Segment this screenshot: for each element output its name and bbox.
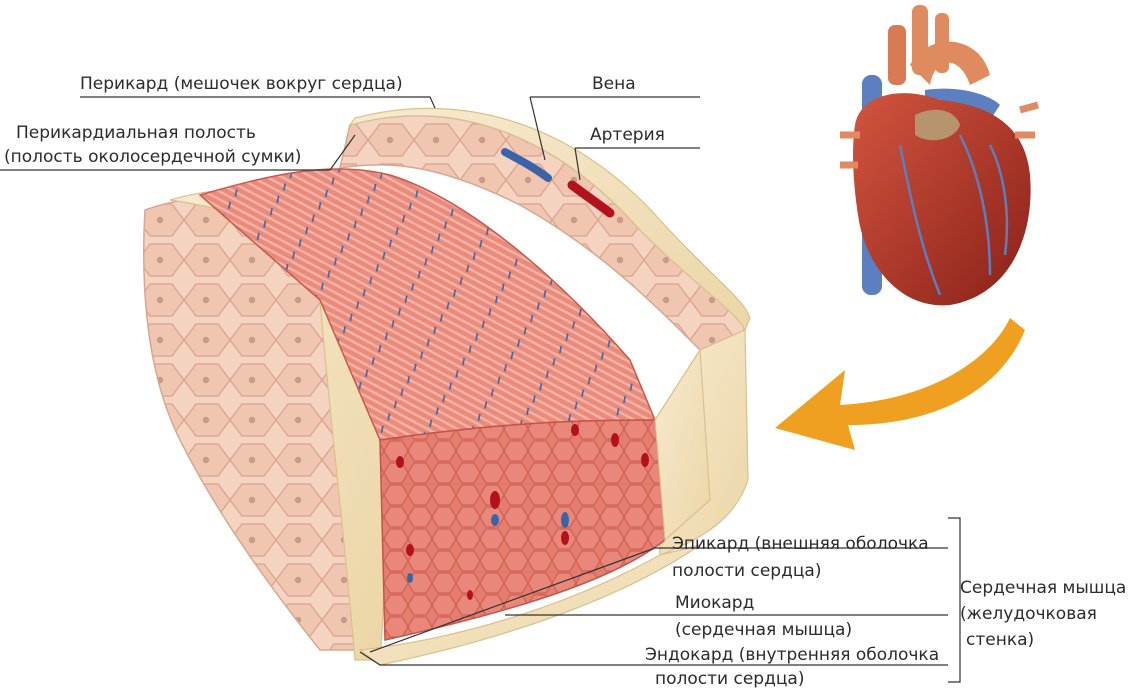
heart-illustration <box>840 5 1039 306</box>
label-vein: Вена <box>592 74 636 94</box>
label-endocardium-1: Эндокард (внутренняя оболочка <box>645 645 940 665</box>
fat-front-right <box>654 348 711 542</box>
label-heart-muscle-2: (желудочковая <box>960 604 1097 624</box>
vein-vessel <box>501 148 552 182</box>
label-pericardium: Перикард (мешочек вокруг сердца) <box>80 74 403 94</box>
label-artery: Артерия <box>590 125 665 145</box>
label-pericardial-cavity-1: Перикардиальная полость <box>16 123 256 143</box>
artery-vessel <box>567 180 615 218</box>
pointer-lines <box>0 96 961 683</box>
label-heart-muscle-3: стенка) <box>966 630 1035 650</box>
myocardium-front <box>379 419 666 641</box>
label-myocardium-1: Миокард <box>675 593 755 613</box>
label-epicardium-2: полости сердца) <box>672 561 822 581</box>
label-pericardial-cavity-2: (полость околосердечной сумки) <box>4 147 302 167</box>
label-myocardium-2: (сердечная мышца) <box>675 620 853 640</box>
label-endocardium-2: полости сердца) <box>655 669 805 689</box>
label-epicardium-1: Эпикард (внешняя оболочка <box>672 534 929 554</box>
arrow-icon <box>775 318 1025 450</box>
capillaries <box>396 424 649 600</box>
label-heart-muscle-1: Сердечная мышца <box>960 578 1127 598</box>
fat-bottom <box>358 544 701 666</box>
